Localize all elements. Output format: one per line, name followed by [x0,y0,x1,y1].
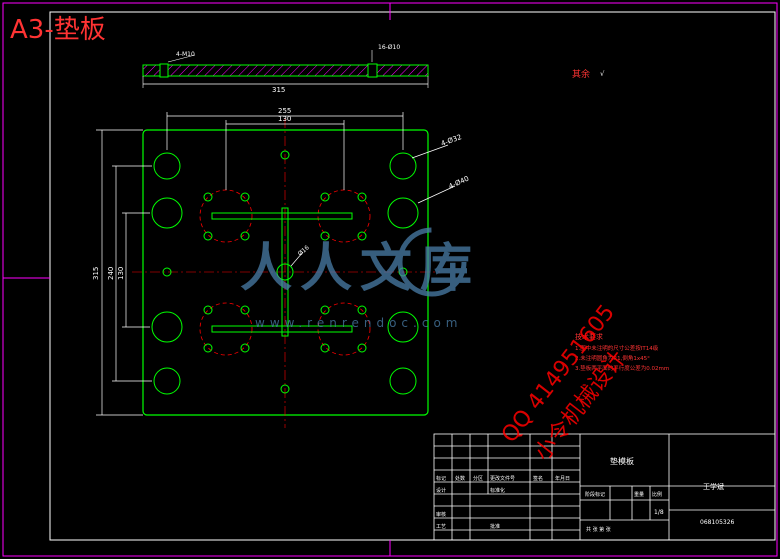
pitch-hole [240,343,250,353]
top-view: 315 4-M10 16-Ø10 [142,44,429,94]
pitch-hole [320,231,330,241]
tb-label-process: 工艺 [436,524,446,530]
title-block [433,433,776,541]
pitch-hole [357,231,367,241]
tb-label-approve: 批准 [490,523,500,530]
tech-note-line: 1.图中未注明的尺寸公差按IT14级 [575,344,659,352]
tb-label-weight: 重量 [634,491,644,498]
pitch-hole [320,305,330,315]
pitch-hole [357,305,367,315]
dim-240-label: 240 [107,267,115,280]
callout-4-40: 4-Ø40 [447,175,470,191]
pitch-hole [203,305,213,315]
top-right-callout: 16-Ø10 [378,44,400,51]
tb-label-mark: 标记 [436,475,446,482]
sheet-title: A3-垫板 [10,15,106,45]
inner-frame [49,11,776,541]
pitch-circle [317,302,371,356]
pitch-hole [203,192,213,202]
logo-swoosh [397,227,467,297]
top-view-width-label: 315 [272,86,285,94]
dim-130v-label: 130 [117,267,125,280]
tb-label-design: 设计 [436,487,446,494]
dimensions [96,112,456,416]
large-hole [151,197,183,229]
dim-130-label: 130 [278,115,291,123]
drawing-number: 068105326 [700,519,735,526]
tb-label-standard: 标准化 [490,487,505,494]
tech-notes: 技术要求 1.图中未注明的尺寸公差按IT14级 2.未注明圆角为R1,倒角1x4… [575,332,669,372]
leader-4-40 [417,185,456,204]
plate-outline [142,129,429,416]
large-hole [389,152,417,180]
pitch-hole [240,231,250,241]
roughness-symbol: √ [600,70,605,78]
designer-name: 王学斌 [703,482,724,491]
tb-label-sign: 签名 [533,475,543,482]
small-hole [280,150,290,160]
runner-slots [211,207,353,337]
center-hole [276,263,294,281]
dim-255-label: 255 [278,107,291,115]
pitch-hole [240,192,250,202]
large-hole [153,367,181,395]
top-left-leader [167,54,196,63]
leader-center [290,251,304,267]
pitch-circle [199,302,253,356]
dim-315v-label: 315 [92,267,100,280]
large-hole [387,197,419,229]
part-name: 垫模板 [610,456,634,466]
pitch-hole [240,305,250,315]
pitch-circle [317,189,371,243]
pitch-hole [320,192,330,202]
tb-label-count: 处数 [455,475,465,482]
pitch-circle [199,189,253,243]
top-left-callout: 4-M10 [176,51,195,58]
tb-label-stage: 阶段标记 [585,491,605,498]
top-view-hole-left [159,63,169,78]
leader-4-32 [411,144,449,159]
front-view: 255 130 4-Ø32 4-Ø40 Ø16 315 240 130 [92,107,470,428]
top-view-hole-right [367,63,378,78]
scale-value: 1/8 [654,509,664,516]
tb-label-zone: 分区 [473,475,483,482]
tech-note-line: 3.垫板两平面的平行度公差为0.02mm [575,364,669,372]
tb-label-ratio: 比例 [652,491,662,498]
large-hole [153,152,181,180]
small-hole [280,384,290,394]
tb-label-review: 审核 [436,511,446,518]
callout-4-32: 4-Ø32 [440,133,463,148]
tb-label-sheets: 共 张 第 张 [586,526,611,533]
large-hole [387,311,419,343]
large-holes [151,152,419,395]
tb-label-change: 更改文件号 [490,475,515,482]
tech-note-line: 2.未注明圆角为R1,倒角1x45° [575,354,650,362]
pitch-hole [203,343,213,353]
title-block-text: 垫模板 王学斌 068105326 1/8 阶段标记 重量 比例 共 张 第 张… [436,456,735,533]
watermark-contact: QQ 414951605 小令机械设计 [497,300,631,465]
runner-slot-vertical [281,207,289,337]
large-hole [389,367,417,395]
logo-site: www.renrendoc.com [255,316,462,330]
watermark-logo: 人人文库 www.renrendoc.com [240,227,480,330]
top-view-outline [142,64,429,77]
pitch-hole [357,343,367,353]
tech-notes-title: 技术要求 [575,332,603,341]
pitch-hole [357,192,367,202]
title-block-frame [433,433,776,541]
small-hole [162,267,172,277]
large-hole [151,311,183,343]
pitch-hole [320,343,330,353]
remark-label: 其余 [572,68,590,80]
pitch-hole [203,231,213,241]
logo-text: 人人文库 [240,239,480,299]
tb-label-date: 年月日 [555,475,570,482]
